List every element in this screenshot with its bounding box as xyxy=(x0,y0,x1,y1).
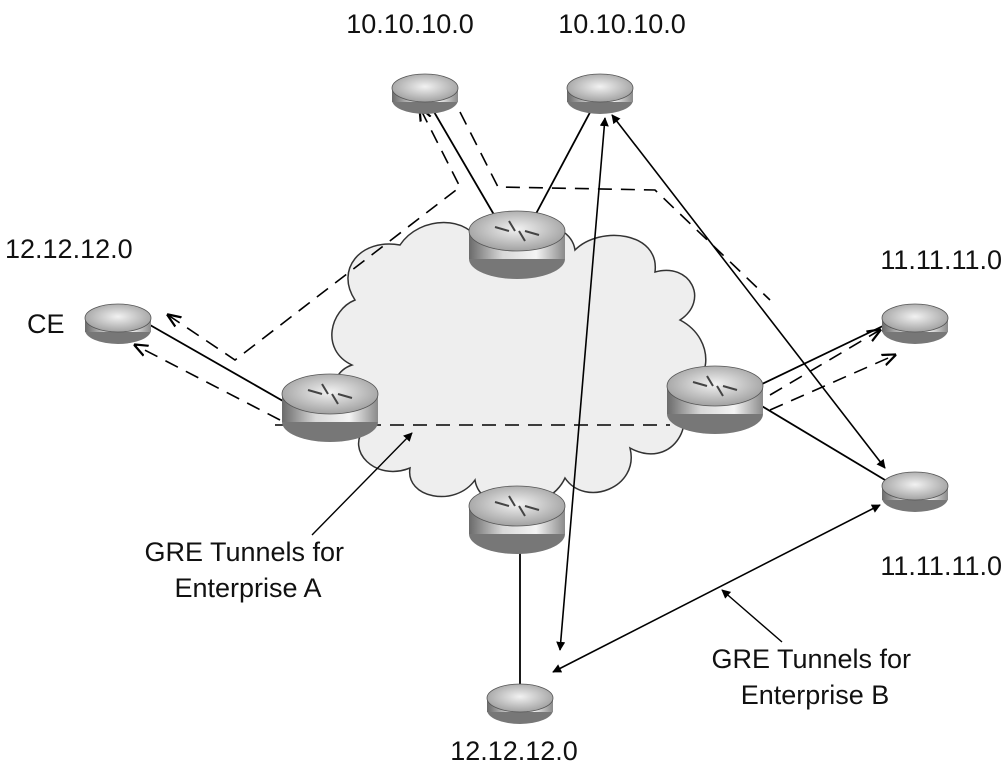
pointer-enterprise-b xyxy=(721,589,783,643)
label-ce: CE xyxy=(27,309,65,339)
routers xyxy=(84,73,949,724)
tunnel-a-ce-lower xyxy=(135,345,281,421)
tunnel-b-top-to-right xyxy=(611,114,886,469)
label-enterprise-b-line2: Enterprise B xyxy=(741,680,890,710)
labels: 10.10.10.0 10.10.10.0 12.12.12.0 CE 11.1… xyxy=(5,9,1002,766)
label-right-bottom-network: 11.11.11.0 xyxy=(880,551,1002,581)
enterprise-b-tunnels xyxy=(552,114,886,673)
label-right-top-network: 11.11.11.0 xyxy=(880,245,1002,275)
link-pe-right-right-top-site xyxy=(759,324,886,386)
label-enterprise-a-line2: Enterprise A xyxy=(174,573,321,603)
pe-router-top xyxy=(468,210,566,279)
pe-router-right xyxy=(666,365,764,434)
label-top-left-network: 10.10.10.0 xyxy=(346,9,474,39)
label-enterprise-a-line1: GRE Tunnels for xyxy=(144,537,344,567)
ce-router-right-top-site xyxy=(881,303,949,344)
pointer-enterprise-a xyxy=(311,432,413,536)
ce-router-top-right-site xyxy=(566,73,634,114)
ce-router-top-left-site xyxy=(391,73,459,114)
pe-router-bottom xyxy=(468,485,566,554)
tunnel-b-bottom-to-right xyxy=(552,504,881,673)
label-enterprise-b-line1: GRE Tunnels for xyxy=(711,644,911,674)
tunnel-a-right-lower xyxy=(769,355,895,411)
label-left-network: 12.12.12.0 xyxy=(5,234,133,264)
callout-pointers xyxy=(311,432,783,643)
label-enterprise-b: GRE Tunnels for Enterprise B xyxy=(711,644,918,710)
ce-router-right-bottom-site xyxy=(881,471,949,512)
link-pe-top-right-site xyxy=(529,102,596,226)
ce-router-bottom-site xyxy=(486,683,554,724)
link-pe-left-ce xyxy=(149,324,291,406)
label-top-right-network: 10.10.10.0 xyxy=(558,9,686,39)
label-enterprise-a: GRE Tunnels for Enterprise A xyxy=(144,537,351,603)
label-bottom-network: 12.12.12.0 xyxy=(450,736,578,766)
ce-router-left-site xyxy=(84,303,152,344)
link-pe-top-left-site xyxy=(429,104,501,226)
pe-router-left xyxy=(281,373,379,442)
